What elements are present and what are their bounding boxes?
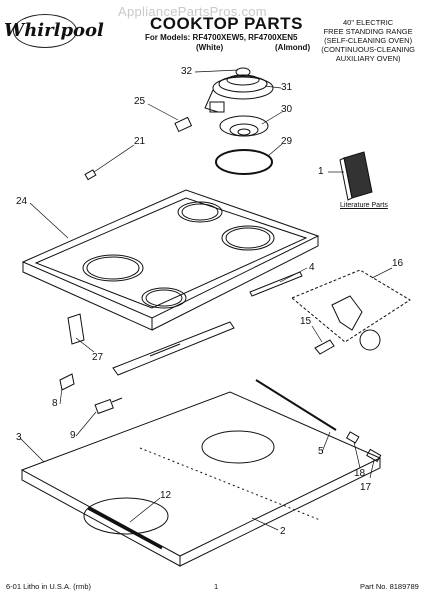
brand-logo-ring: [13, 14, 77, 48]
bracket: [67, 313, 85, 345]
footer-page-number: 1: [214, 582, 219, 591]
callout-5: 5: [318, 446, 324, 457]
callout-1: 1: [318, 166, 324, 177]
drip-bowl: [219, 115, 269, 137]
callout-9: 9: [70, 430, 76, 441]
callout-8: 8: [52, 398, 58, 409]
callout-27: 27: [92, 352, 104, 363]
literature-booklet: [339, 151, 373, 201]
terminal-block: [174, 116, 193, 133]
footer-litho: 6-01 Litho in U.S.A. (rmb): [6, 582, 92, 591]
product-description: 40" ELECTRIC FREE STANDING RANGE (SELF-C…: [321, 18, 415, 63]
callout-18: 18: [354, 468, 366, 479]
footer-part-number: Part No. 8189789: [360, 582, 419, 591]
desc-line: (CONTINUOUS-CLEANING: [321, 45, 415, 54]
clip: [84, 169, 97, 181]
desc-line: (SELF-CLEANING OVEN): [324, 36, 413, 45]
surface-element: [204, 67, 274, 113]
callout-25: 25: [134, 96, 146, 107]
callout-32: 32: [181, 66, 193, 77]
channel-slot: [149, 343, 181, 357]
spring-clip: [59, 373, 75, 391]
burner-box: [20, 391, 382, 567]
bushing: [345, 431, 360, 444]
watermark: AppliancePartsPros.com: [118, 4, 267, 19]
front-strip: [249, 271, 303, 297]
callout-3: 3: [16, 432, 22, 443]
callout-31: 31: [281, 82, 293, 93]
callout-12: 12: [160, 490, 172, 501]
infinite-switch-assembly: [291, 269, 411, 355]
page-title: COOKTOP PARTS: [150, 14, 303, 33]
callout-16: 16: [392, 258, 404, 269]
callout-21: 21: [134, 136, 146, 147]
callout-29: 29: [281, 136, 293, 147]
brand-logo: Whirlpool: [4, 20, 104, 41]
support-channel: [112, 321, 235, 376]
trim-ring: [215, 149, 273, 175]
callout-30: 30: [281, 104, 293, 115]
callout-15: 15: [300, 316, 312, 327]
callout-4: 4: [309, 262, 315, 273]
variant-white: (White): [196, 43, 224, 52]
rod: [255, 379, 337, 431]
literature-parts-label: Literature Parts: [340, 202, 388, 209]
desc-line: AUXILIARY OVEN): [335, 54, 401, 63]
variant-almond: (Almond): [275, 43, 311, 52]
models-line: For Models: RF4700XEW5, RF4700XEN5: [145, 33, 298, 42]
callout-2: 2: [280, 526, 286, 537]
desc-line: FREE STANDING RANGE: [323, 27, 413, 36]
callout-24: 24: [16, 196, 28, 207]
callout-leaders: [19, 69, 393, 531]
receptacle: [94, 397, 123, 415]
desc-line: 40" ELECTRIC: [343, 18, 394, 27]
callout-17: 17: [360, 482, 372, 493]
cooktop-panel: [21, 189, 320, 331]
